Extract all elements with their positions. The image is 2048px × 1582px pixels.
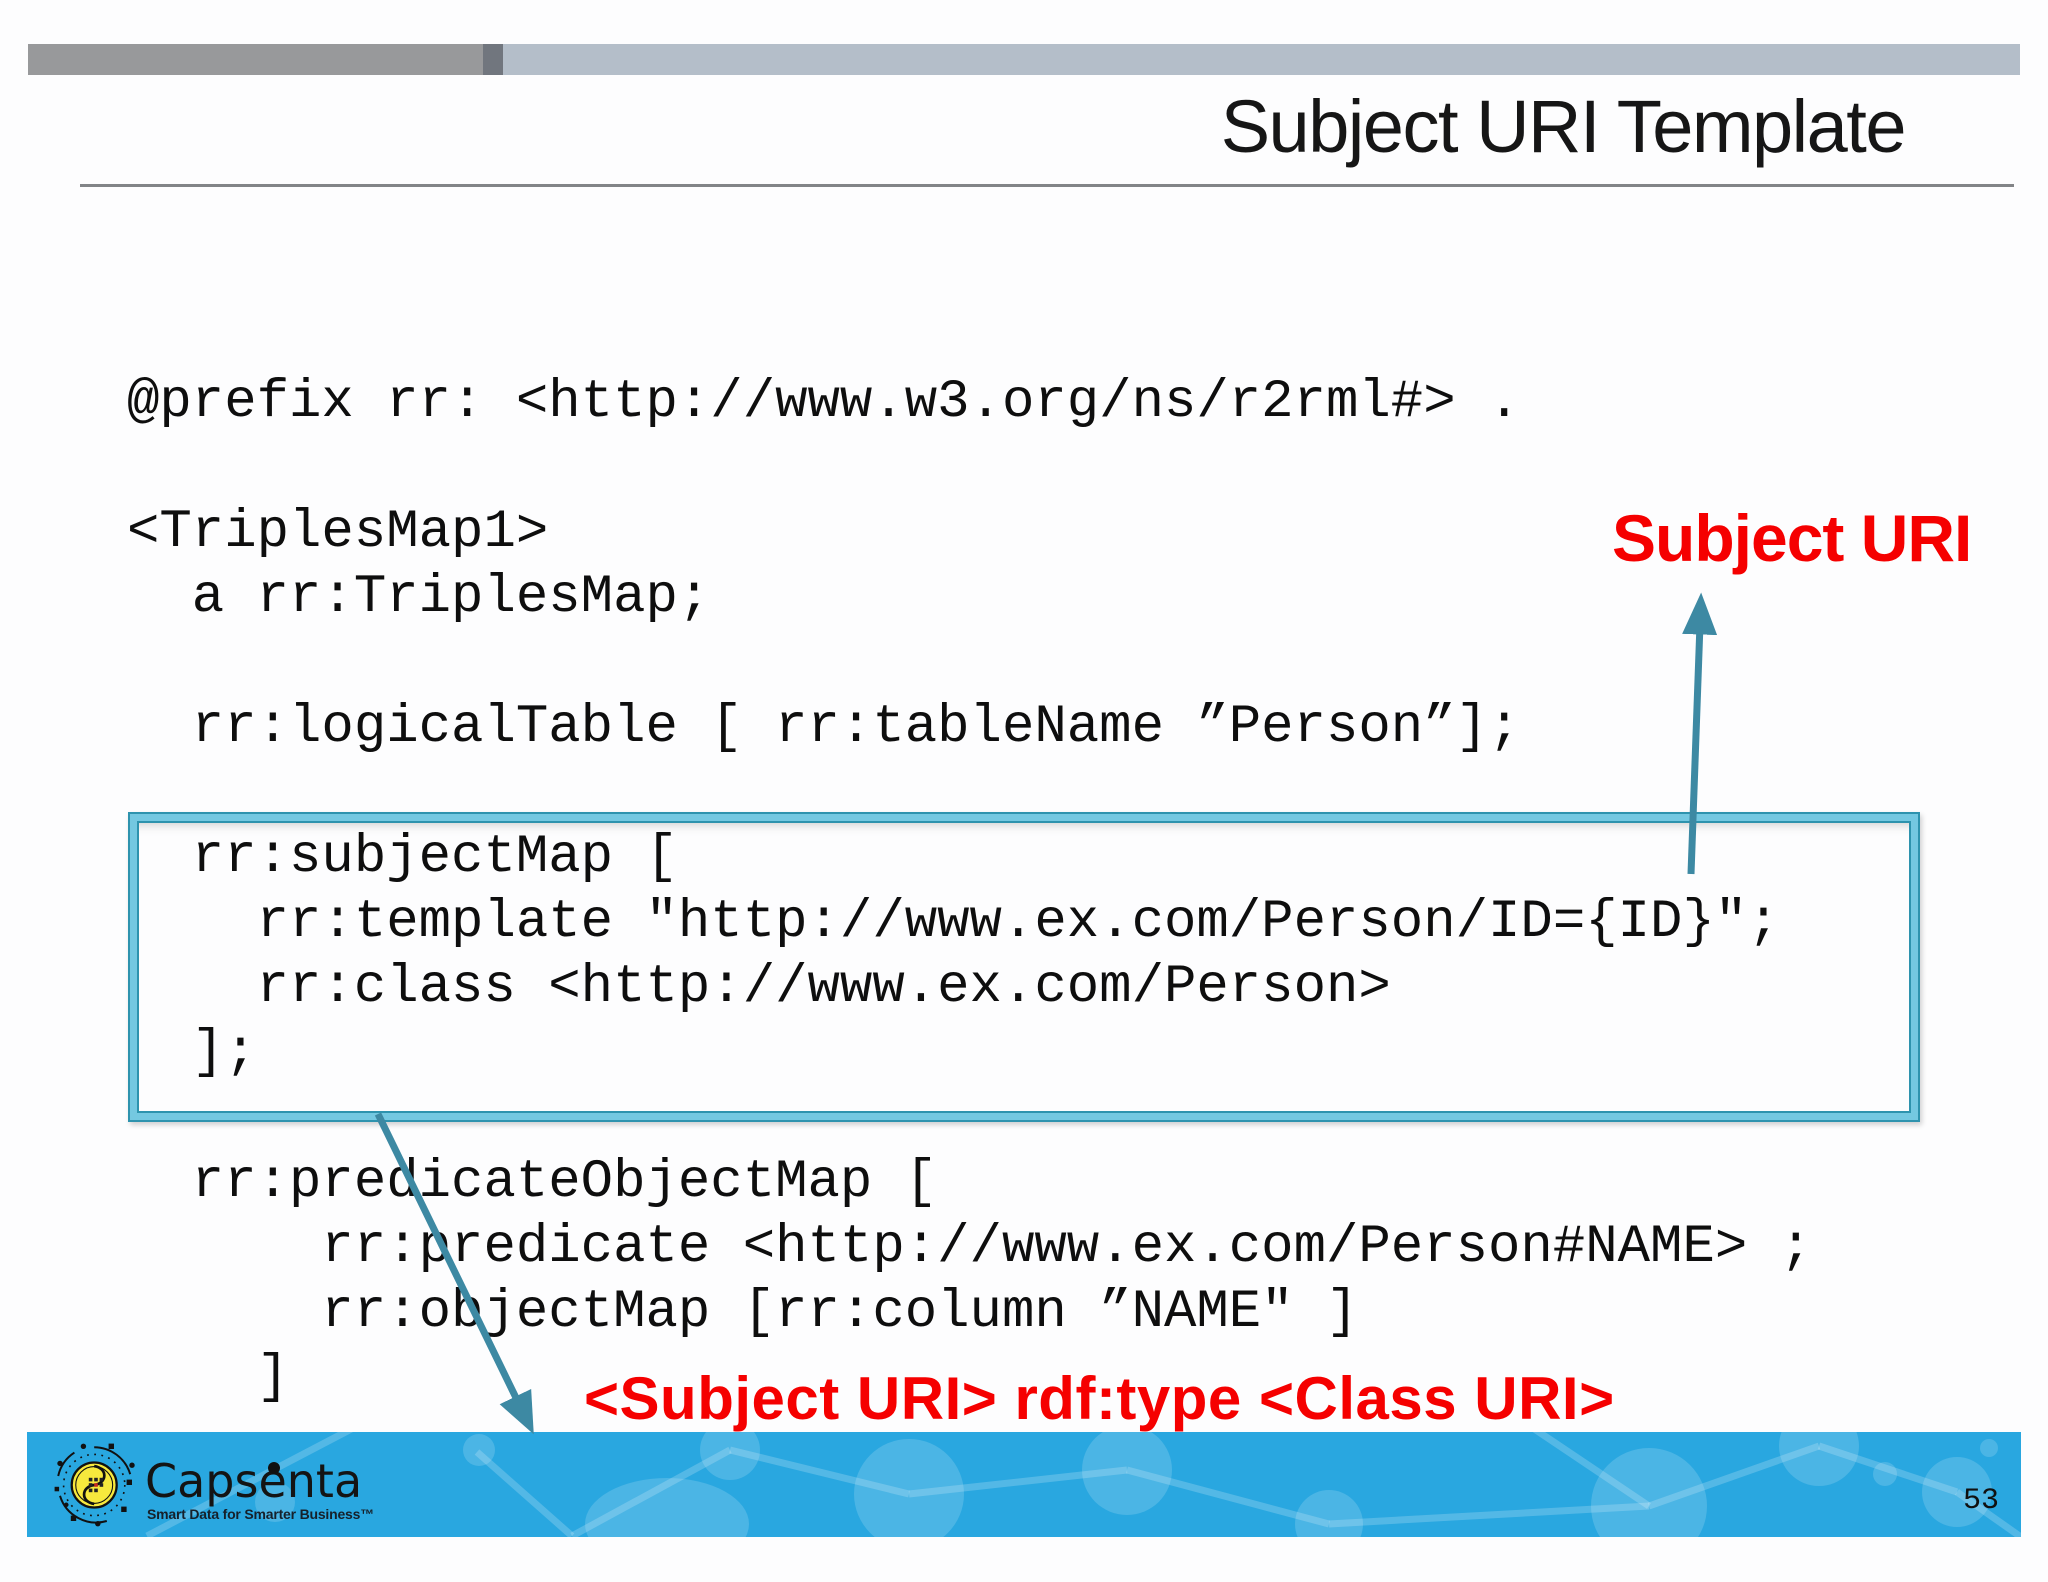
subject-uri-label: Subject URI [1612,501,1972,575]
capsenta-logo-text: Capsenta [145,1454,363,1508]
top-accent-bar-separator [483,44,503,75]
page-number: 53 [1962,1484,1999,1518]
top-accent-bar-right-segment [503,44,2020,75]
capsenta-logo-tagline: Smart Data for Smarter Business™ [147,1506,375,1522]
triple-pattern-label: <Subject URI> rdf:type <Class URI> [584,1365,1615,1432]
r2rml-code-block: @prefix rr: <http://www.w3.org/ns/r2rml#… [127,372,1813,1408]
page-title: Subject URI Template [1220,85,1907,168]
capsenta-logo-dot [268,1462,280,1474]
capsenta-logo-emblem [54,1443,135,1527]
footer-bar: Capsenta Smart Data for Smarter Business… [27,1432,2021,1537]
footer-network-pattern [145,1432,2021,1537]
top-accent-bar-left-segment [28,44,483,75]
title-divider [80,184,2014,187]
